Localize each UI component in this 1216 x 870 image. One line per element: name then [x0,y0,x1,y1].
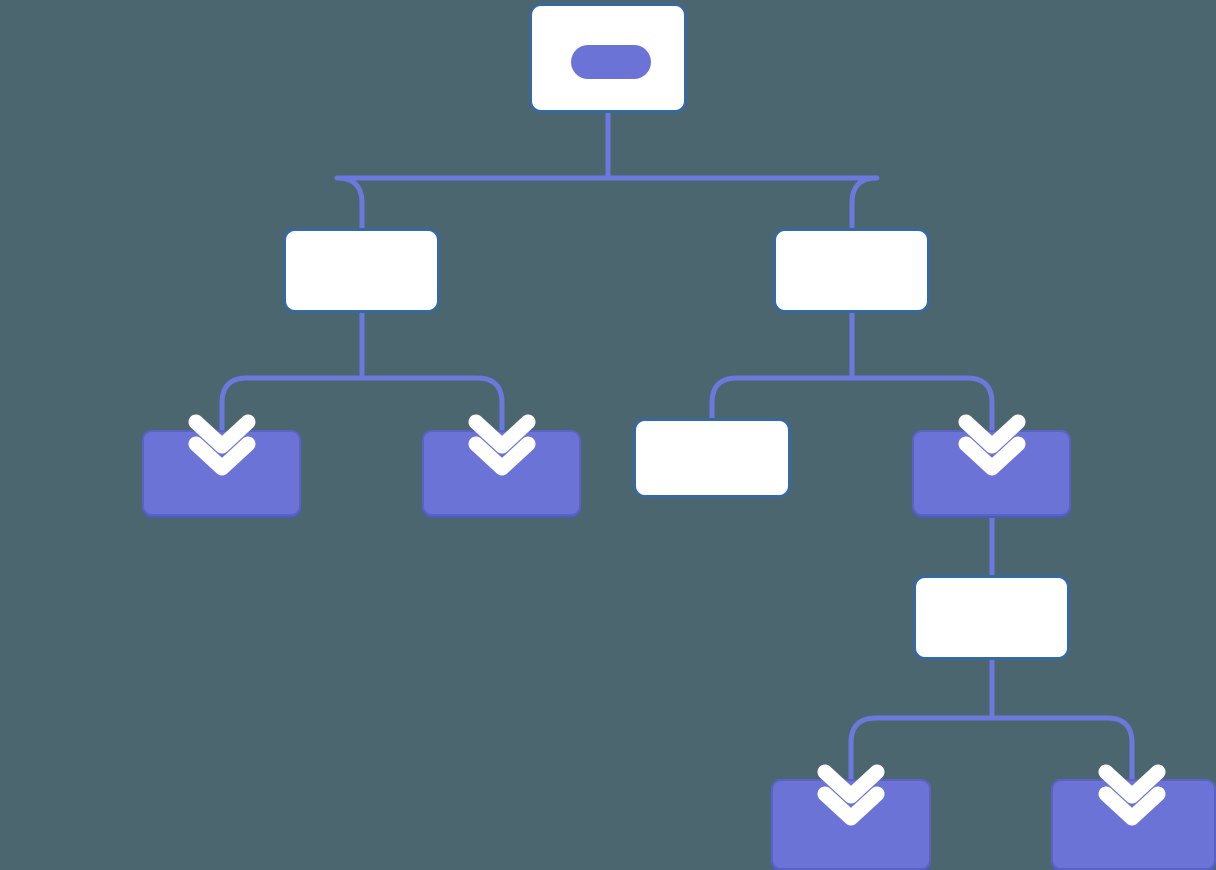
tree-node-white[interactable] [773,228,930,313]
tree-node-filled[interactable] [771,779,931,870]
tree-node-filled[interactable] [912,430,1071,516]
tree-node-white[interactable] [283,228,440,313]
tree-node-white[interactable] [633,418,791,498]
tree-node-filled[interactable] [1051,779,1216,870]
tree-edge [608,175,880,228]
tree-node-filled[interactable] [142,430,301,516]
root-node-pill [571,45,651,79]
tree-node-white[interactable] [529,3,687,113]
tree-node-filled[interactable] [422,430,581,516]
tree-edge [709,375,852,418]
tree-node-white[interactable] [913,575,1070,660]
tree-edge [334,175,608,228]
